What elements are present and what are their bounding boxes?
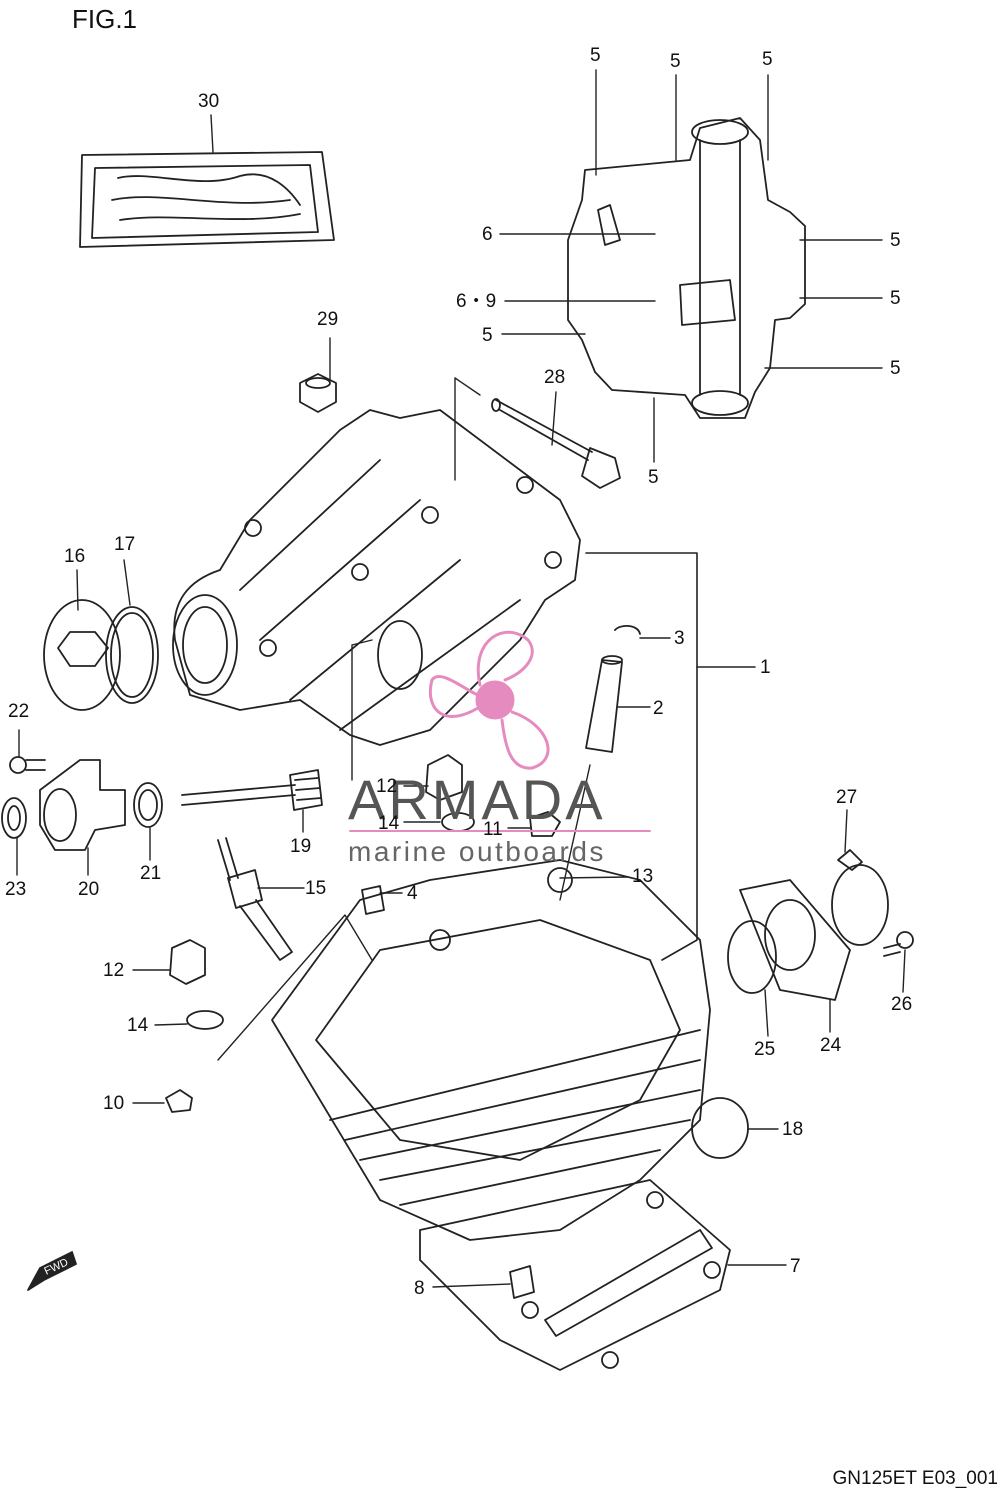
part-18-plug xyxy=(691,1097,749,1159)
part-24-intake-pipe xyxy=(739,879,851,1001)
watermark-brand: ARMADA xyxy=(348,768,606,831)
callout-26: 26 xyxy=(891,994,913,1015)
callout-5: 5 xyxy=(648,467,659,488)
part-27-clamp xyxy=(831,849,889,946)
callout-1: 1 xyxy=(760,657,771,678)
callout-15: 15 xyxy=(305,878,327,899)
callout-8: 8 xyxy=(414,1278,425,1299)
part-20-tacho-housing xyxy=(39,759,126,851)
callout-2: 2 xyxy=(653,698,664,719)
part-4-dowel xyxy=(361,885,385,915)
callout-28: 28 xyxy=(544,367,566,388)
part-7-head-gasket xyxy=(419,1179,731,1371)
callout-19: 19 xyxy=(290,836,312,857)
callout-6: 6 xyxy=(482,224,493,245)
part-15-spark-plug xyxy=(217,837,293,961)
callout-4: 4 xyxy=(407,883,418,904)
camshaft-housing xyxy=(172,409,581,746)
part-29-nut xyxy=(299,373,337,413)
callout-18: 18 xyxy=(782,1119,804,1140)
cylinder-head xyxy=(271,859,711,1241)
part-21-washer xyxy=(133,782,163,828)
callout-5: 5 xyxy=(482,325,493,346)
part-1-bracket xyxy=(585,552,756,961)
part-2-valve-guide xyxy=(585,655,623,753)
watermark-propeller-icon xyxy=(428,630,550,770)
callout-27: 27 xyxy=(836,787,858,808)
callout-5: 5 xyxy=(890,230,901,251)
callout-17: 17 xyxy=(114,534,136,555)
callout-7: 7 xyxy=(790,1256,801,1277)
callout-14: 14 xyxy=(127,1015,149,1036)
part-23-seal xyxy=(1,797,27,839)
callout-5: 5 xyxy=(890,358,901,379)
part-14-washer-lower xyxy=(186,1010,224,1030)
part-3-clip xyxy=(614,625,641,635)
callout-30: 30 xyxy=(198,91,220,112)
part-17-o-ring xyxy=(105,606,159,704)
callout-20: 20 xyxy=(78,879,100,900)
part-10-cap xyxy=(165,1089,193,1113)
watermark-tagline: marine outboards xyxy=(348,836,606,867)
part-28-bolt xyxy=(491,398,621,489)
forward-arrow-icon xyxy=(27,1251,77,1291)
figure-title: FIG.1 xyxy=(72,4,138,34)
part-19-tacho-shaft xyxy=(181,769,323,811)
callout-5: 5 xyxy=(890,288,901,309)
callout-10: 10 xyxy=(103,1093,125,1114)
callout-14: 14 xyxy=(378,813,400,834)
callout-25: 25 xyxy=(754,1039,776,1060)
callout-5: 5 xyxy=(590,45,601,66)
callout-5: 5 xyxy=(762,49,773,70)
figure-code: GN125ET E03_001 xyxy=(832,1468,999,1489)
callout-22: 22 xyxy=(8,701,30,722)
callout-5: 5 xyxy=(670,51,681,72)
callout-21: 21 xyxy=(140,863,162,884)
part-11-seal xyxy=(529,811,561,837)
callout-16: 16 xyxy=(64,546,86,567)
part-22-screw xyxy=(9,756,46,774)
callout-24: 24 xyxy=(820,1035,842,1056)
callout-12: 12 xyxy=(376,776,398,797)
group-divider-lines xyxy=(217,377,591,1061)
leader-lines xyxy=(16,69,906,1288)
callout-3: 3 xyxy=(674,628,685,649)
callout-12: 12 xyxy=(103,960,125,981)
cylinder-head-cover xyxy=(567,117,806,419)
callout-29: 29 xyxy=(317,309,339,330)
part-25-gasket xyxy=(727,920,777,994)
callout-23: 23 xyxy=(5,879,27,900)
part-12-cap-nut-upper xyxy=(425,754,463,801)
callout-13: 13 xyxy=(632,866,654,887)
part-26-screw xyxy=(883,931,914,957)
gasket-set-bag xyxy=(79,151,335,248)
callout-11: 11 xyxy=(483,819,503,840)
callout-6-9: 6・9 xyxy=(456,291,497,312)
part-8-dowel xyxy=(509,1265,535,1299)
part-12-cap-nut-lower xyxy=(169,939,206,985)
part-16-plug xyxy=(43,599,121,711)
